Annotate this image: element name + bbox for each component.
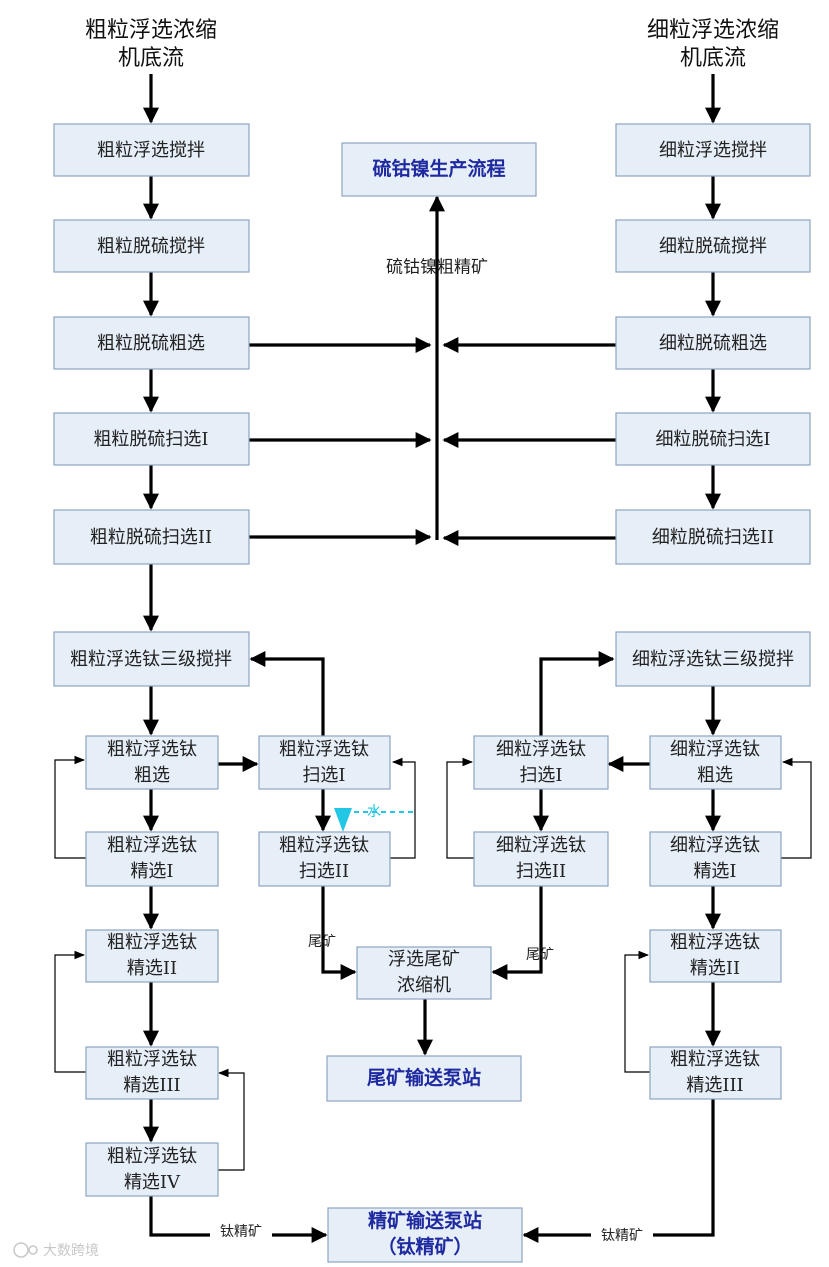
box-sulfide-process: 硫钴镍生产流程 bbox=[341, 142, 537, 197]
box-fine-desulf-mix: 细粒脱硫搅拌 bbox=[615, 219, 811, 273]
box-coarse-ti-clean3: 粗粒浮选钛 精选III bbox=[85, 1046, 219, 1100]
svg-text:粗选: 粗选 bbox=[697, 765, 733, 786]
svg-text:浮选尾矿: 浮选尾矿 bbox=[388, 949, 460, 970]
svg-text:硫钴镍生产流程: 硫钴镍生产流程 bbox=[372, 157, 505, 180]
box-tail-thickener: 浮选尾矿 浓缩机 bbox=[356, 946, 492, 1000]
svg-text:精选III: 精选III bbox=[123, 1075, 180, 1096]
box-fine-desulf-scav2: 细粒脱硫扫选II bbox=[615, 509, 811, 565]
svg-text:细粒脱硫搅拌: 细粒脱硫搅拌 bbox=[659, 236, 767, 257]
box-fine-ti-clean1: 细粒浮选钛 精选I bbox=[649, 831, 782, 887]
svg-text:粗粒脱硫扫选I: 粗粒脱硫扫选I bbox=[93, 429, 208, 450]
box-coarse-ti-clean4: 粗粒浮选钛 精选IV bbox=[85, 1142, 219, 1197]
svg-text:扫选II: 扫选II bbox=[299, 861, 349, 882]
box-fine-desulf-rough: 细粒脱硫粗选 bbox=[615, 316, 811, 370]
box-fine-desulf-scav1: 细粒脱硫扫选I bbox=[615, 412, 811, 466]
svg-text:粗粒浮选钛: 粗粒浮选钛 bbox=[107, 835, 197, 856]
svg-text:粗粒浮选钛: 粗粒浮选钛 bbox=[107, 932, 197, 953]
box-coarse-ti-clean2: 粗粒浮选钛 精选II bbox=[85, 929, 219, 983]
svg-text:粗粒浮选钛: 粗粒浮选钛 bbox=[670, 1049, 760, 1070]
svg-text:粗粒浮选钛: 粗粒浮选钛 bbox=[279, 739, 369, 760]
ti-conc-label-left: 钛精矿 bbox=[220, 1224, 262, 1240]
svg-text:粗粒脱硫搅拌: 粗粒脱硫搅拌 bbox=[97, 236, 205, 257]
coarse-underflow-label-line2: 机底流 bbox=[118, 46, 184, 71]
svg-text:细粒浮选钛: 细粒浮选钛 bbox=[496, 835, 586, 856]
svg-text:细粒脱硫粗选: 细粒脱硫粗选 bbox=[659, 333, 767, 354]
ti-conc-label-right: 钛精矿 bbox=[601, 1228, 643, 1244]
svg-text:精选IV: 精选IV bbox=[124, 1172, 181, 1193]
tailings-label-right: 尾矿 bbox=[526, 947, 554, 963]
box-coarse-ti-rough: 粗粒浮选钛 粗选 bbox=[85, 735, 219, 790]
svg-text:精矿输送泵站: 精矿输送泵站 bbox=[368, 1209, 482, 1232]
svg-text:浓缩机: 浓缩机 bbox=[397, 975, 451, 996]
box-coarse-ti-scav2: 粗粒浮选钛 扫选II bbox=[258, 831, 391, 887]
box-coarse-desulf-scav2: 粗粒脱硫扫选II bbox=[53, 509, 250, 565]
svg-text:粗粒浮选钛: 粗粒浮选钛 bbox=[107, 739, 197, 760]
svg-text:粗粒浮选钛: 粗粒浮选钛 bbox=[279, 835, 369, 856]
svg-text:精选II: 精选II bbox=[690, 958, 740, 979]
svg-text:大数跨境: 大数跨境 bbox=[43, 1243, 99, 1259]
svg-text:粗粒脱硫粗选: 粗粒脱硫粗选 bbox=[97, 333, 205, 354]
box-fine-ti-clean3: 粗粒浮选钛 精选III bbox=[649, 1046, 782, 1100]
box-coarse-float-mix: 粗粒浮选搅拌 bbox=[53, 123, 250, 177]
sulfide-rough-conc-label: 硫钴镍粗精矿 bbox=[386, 258, 488, 278]
svg-text:粗选: 粗选 bbox=[134, 765, 170, 786]
box-coarse-ti-clean1: 粗粒浮选钛 精选I bbox=[85, 831, 219, 887]
svg-text:细粒浮选钛: 细粒浮选钛 bbox=[496, 739, 586, 760]
svg-text:粗粒浮选搅拌: 粗粒浮选搅拌 bbox=[97, 140, 205, 161]
box-coarse-desulf-rough: 粗粒脱硫粗选 bbox=[53, 316, 250, 370]
svg-text:精选III: 精选III bbox=[686, 1075, 743, 1096]
water-label: 水 bbox=[367, 804, 381, 820]
svg-text:细粒浮选钛: 细粒浮选钛 bbox=[670, 739, 760, 760]
fine-underflow-label-line1: 细粒浮选浓缩 bbox=[647, 18, 779, 43]
svg-text:精选II: 精选II bbox=[127, 958, 177, 979]
svg-text:粗粒浮选钛: 粗粒浮选钛 bbox=[107, 1146, 197, 1167]
watermark: 大数跨境 bbox=[13, 1242, 99, 1259]
box-coarse-desulf-mix: 粗粒脱硫搅拌 bbox=[53, 219, 250, 273]
box-coarse-ti-scav1: 粗粒浮选钛 扫选I bbox=[258, 735, 391, 790]
svg-text:粗粒脱硫扫选II: 粗粒脱硫扫选II bbox=[90, 527, 212, 548]
svg-text:细粒脱硫扫选I: 细粒脱硫扫选I bbox=[655, 429, 770, 450]
box-fine-ti-scav1: 细粒浮选钛 扫选I bbox=[473, 735, 609, 790]
svg-text:（钛精矿）: （钛精矿） bbox=[377, 1235, 472, 1258]
box-coarse-desulf-scav1: 粗粒脱硫扫选I bbox=[53, 412, 250, 466]
tailings-label-left: 尾矿 bbox=[308, 934, 336, 950]
box-fine-ti-scav2: 细粒浮选钛 扫选II bbox=[473, 831, 609, 887]
svg-text:扫选I: 扫选I bbox=[519, 765, 562, 786]
svg-text:细粒浮选钛: 细粒浮选钛 bbox=[670, 835, 760, 856]
svg-text:粗粒浮选钛: 粗粒浮选钛 bbox=[670, 932, 760, 953]
svg-text:扫选I: 扫选I bbox=[302, 765, 345, 786]
svg-text:扫选II: 扫选II bbox=[516, 861, 566, 882]
svg-text:尾矿输送泵站: 尾矿输送泵站 bbox=[367, 1066, 481, 1089]
svg-text:精选I: 精选I bbox=[693, 861, 736, 882]
svg-text:精选I: 精选I bbox=[130, 861, 173, 882]
box-conc-pump: 精矿输送泵站 （钛精矿） bbox=[327, 1207, 523, 1263]
svg-text:细粒浮选钛三级搅拌: 细粒浮选钛三级搅拌 bbox=[632, 649, 794, 670]
flow-lines bbox=[54, 74, 812, 1243]
svg-text:细粒脱硫扫选II: 细粒脱硫扫选II bbox=[652, 527, 774, 548]
box-fine-float-mix: 细粒浮选搅拌 bbox=[615, 123, 811, 177]
box-tail-pump: 尾矿输送泵站 bbox=[326, 1055, 522, 1102]
svg-text:粗粒浮选钛: 粗粒浮选钛 bbox=[107, 1049, 197, 1070]
box-fine-ti-rough: 细粒浮选钛 粗选 bbox=[649, 735, 782, 790]
svg-text:细粒浮选搅拌: 细粒浮选搅拌 bbox=[659, 140, 767, 161]
svg-text:粗粒浮选钛三级搅拌: 粗粒浮选钛三级搅拌 bbox=[70, 649, 232, 670]
coarse-underflow-label-line1: 粗粒浮选浓缩 bbox=[85, 18, 217, 43]
box-coarse-ti-mix3: 粗粒浮选钛三级搅拌 bbox=[53, 631, 250, 687]
fine-underflow-label-line2: 机底流 bbox=[680, 46, 746, 71]
box-fine-ti-clean2: 粗粒浮选钛 精选II bbox=[649, 929, 782, 983]
box-fine-ti-mix3: 细粒浮选钛三级搅拌 bbox=[615, 631, 811, 687]
